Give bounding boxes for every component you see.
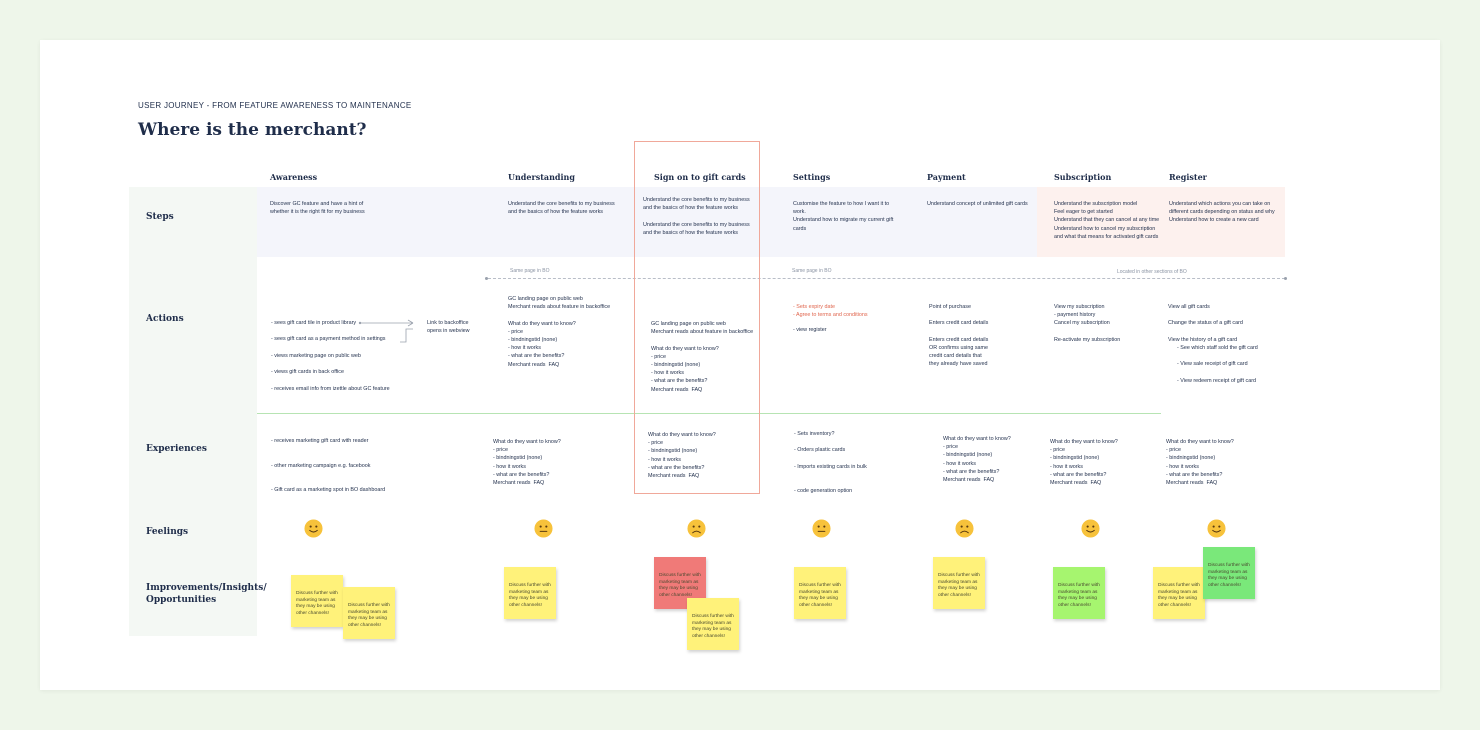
experiences-sign-on: What do they want to know? - price - bin… [648, 432, 716, 480]
row-label-improvements: Improvements/Insights/ Opportunities [146, 583, 267, 605]
column-awareness: Awareness [270, 172, 318, 182]
connector-arrow [358, 319, 414, 343]
actions-register: View all gift cards Change the status of… [1168, 304, 1258, 384]
steps-band-subscription [1037, 187, 1285, 257]
sticky-note[interactable]: Discuss further with marketing team as t… [1053, 567, 1105, 619]
sticky-note[interactable]: Discuss further with marketing team as t… [794, 567, 846, 619]
steps-subscription: Understand the subscription model Feel e… [1054, 201, 1160, 240]
sad-face-icon [955, 519, 974, 538]
connector-dot [485, 277, 488, 280]
actions-awareness: - sees gift card tile in product library… [271, 320, 390, 392]
column-register: Register [1169, 172, 1207, 182]
steps-awareness: Discover GC feature and have a hint of w… [270, 201, 365, 216]
neutral-face-icon [534, 519, 553, 538]
steps-understanding: Understand the core benefits to my busin… [508, 201, 615, 216]
steps-payment: Understand concept of unlimited gift car… [927, 201, 1028, 207]
sticky-note[interactable]: Discuss further with marketing team as t… [687, 598, 739, 650]
divider-line [257, 413, 1161, 414]
sad-face-icon [687, 519, 706, 538]
steps-sign-on: Understand the core benefits to my busin… [643, 197, 750, 236]
neutral-face-icon [812, 519, 831, 538]
row-label-actions: Actions [146, 314, 184, 324]
column-settings: Settings [793, 172, 831, 182]
page-title: Where is the merchant? [138, 120, 367, 140]
dashed-label-other-sections: Located in other sections of BO [1116, 269, 1188, 275]
column-payment: Payment [927, 172, 966, 182]
column-subscription: Subscription [1054, 172, 1112, 182]
actions-subscription: View my subscription - payment history C… [1054, 304, 1121, 343]
row-label-experiences: Experiences [146, 444, 207, 454]
actions-payment: Point of purchase Enters credit card det… [929, 304, 989, 368]
experiences-register: What do they want to know? - price - bin… [1166, 439, 1234, 487]
connector-dot [1284, 277, 1287, 280]
sticky-note[interactable]: Discuss further with marketing team as t… [1153, 567, 1205, 619]
experiences-awareness: - receives marketing gift card with read… [271, 438, 386, 494]
sticky-note[interactable]: Discuss further with marketing team as t… [933, 557, 985, 609]
sticky-note[interactable]: Discuss further with marketing team as t… [1203, 547, 1255, 599]
dashed-label-same-page-1: Same page in BO [509, 268, 551, 274]
steps-settings: Customise the feature to how I want it t… [793, 201, 894, 232]
experiences-subscription: What do they want to know? - price - bin… [1050, 439, 1118, 487]
dashed-label-same-page-2: Same page in BO [791, 268, 833, 274]
happy-face-icon [1081, 519, 1100, 538]
actions-settings-terms: - Sets expiry date - Agree to terms and … [793, 304, 868, 319]
row-label-column [129, 187, 257, 636]
column-sign-on: Sign on to gift cards [654, 172, 746, 182]
row-label-steps: Steps [146, 212, 174, 222]
actions-awareness-note: Link to backoffice opens in webview [427, 320, 470, 335]
sticky-note[interactable]: Discuss further with marketing team as t… [504, 567, 556, 619]
happy-face-icon [1207, 519, 1226, 538]
journey-board: USER JOURNEY - FROM FEATURE AWARENESS TO… [40, 40, 1440, 690]
dashed-connector [488, 278, 1285, 279]
column-understanding: Understanding [508, 172, 575, 182]
experiences-payment: What do they want to know? - price - bin… [943, 436, 1011, 484]
sticky-note[interactable]: Discuss further with marketing team as t… [343, 587, 395, 639]
actions-settings: - view register [793, 327, 827, 333]
happy-face-icon [304, 519, 323, 538]
steps-register: Understand which actions you can take on… [1169, 201, 1275, 224]
eyebrow: USER JOURNEY - FROM FEATURE AWARENESS TO… [138, 101, 412, 110]
actions-understanding: GC landing page on public web Merchant r… [508, 296, 611, 368]
experiences-understanding: What do they want to know? - price - bin… [493, 439, 561, 487]
steps-band [257, 187, 1037, 257]
actions-sign-on: GC landing page on public web Merchant r… [651, 321, 754, 393]
experiences-settings: - Sets inventory? - Orders plastic cards… [794, 431, 867, 495]
row-label-feelings: Feelings [146, 527, 189, 537]
sticky-note[interactable]: Discuss further with marketing team as t… [291, 575, 343, 627]
sign-on-highlight [634, 141, 760, 494]
